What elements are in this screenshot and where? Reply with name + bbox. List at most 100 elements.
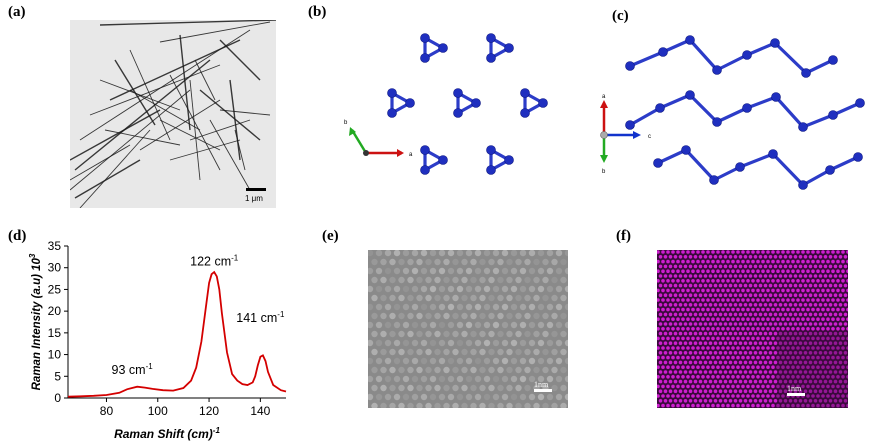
lattice-spot [678, 264, 683, 269]
nanowire [159, 119, 221, 151]
lattice-spot [726, 307, 730, 312]
lattice-spot [713, 331, 718, 336]
lattice-spot [743, 389, 748, 393]
lattice-spot [698, 312, 703, 317]
lattice-spot [673, 274, 678, 278]
lattice-spot [452, 312, 459, 320]
axis-c-c-label: c [648, 134, 651, 140]
lattice-spot [726, 336, 730, 341]
lattice-spot [821, 279, 825, 283]
lattice-spot [470, 294, 477, 302]
lattice-spot [771, 307, 775, 312]
lattice-spot [796, 403, 800, 408]
lattice-spot [658, 331, 663, 336]
lattice-spot [728, 399, 733, 403]
lattice-spot [813, 312, 818, 317]
lattice-spot [693, 303, 698, 307]
lattice-spot [560, 258, 567, 266]
lattice-spot [447, 285, 455, 293]
lattice-spot [758, 331, 763, 336]
lattice-spot [686, 375, 690, 379]
lattice-spot [716, 298, 720, 302]
lattice-spot [688, 274, 693, 278]
lattice-spot [542, 348, 549, 356]
lattice-spot [671, 269, 675, 273]
lattice-spot [510, 250, 518, 257]
lattice-spot [778, 274, 783, 278]
lattice-spot [838, 293, 843, 297]
lattice-spot [671, 327, 675, 331]
lattice-spot [683, 379, 688, 384]
lattice-spot [416, 366, 423, 374]
lattice-spot [416, 348, 423, 356]
lattice-spot [686, 317, 690, 321]
lattice-spot [429, 339, 437, 347]
lattice-spot [524, 312, 531, 320]
lattice-spot [434, 384, 441, 392]
lattice-spot [515, 402, 522, 408]
lattice-spot [791, 269, 795, 273]
lattice-spot [371, 366, 378, 374]
lattice-spot [693, 274, 698, 278]
lattice-spot [846, 336, 848, 341]
lattice-spot [411, 321, 419, 329]
lattice-spot [821, 327, 825, 331]
lattice-spot [741, 288, 745, 293]
lattice-spot [838, 389, 843, 393]
lattice-spot [761, 279, 765, 283]
lattice-spot [811, 336, 815, 341]
lattice-spot [831, 288, 835, 293]
lattice-spot [474, 357, 482, 365]
lattice-spot [731, 298, 735, 302]
atom [387, 108, 397, 118]
lattice-spot [716, 307, 720, 312]
lattice-spot [678, 283, 683, 288]
lattice-spot [763, 331, 768, 336]
lattice-spot [793, 303, 798, 307]
lattice-spot [434, 348, 441, 356]
lattice-spot [801, 384, 805, 389]
lattice-spot [793, 264, 798, 269]
lattice-spot [833, 322, 838, 326]
lattice-spot [791, 327, 795, 331]
lattice-spot [393, 285, 401, 293]
lattice-spot [728, 370, 733, 374]
lattice-spot [706, 250, 710, 254]
lattice-spot [528, 339, 536, 347]
lattice-spot [766, 394, 770, 398]
lattice-spot [833, 399, 838, 403]
lattice-spot [546, 250, 554, 257]
lattice-spot [706, 346, 710, 350]
lattice-spot [753, 303, 758, 307]
lattice-spot [726, 269, 730, 273]
x-tick-label: 120 [199, 404, 219, 418]
lattice-spot [726, 327, 730, 331]
lattice-spot [746, 307, 750, 312]
lattice-spot [808, 341, 813, 345]
lattice-spot [741, 355, 745, 360]
lattice-spot [801, 365, 805, 369]
lattice-spot [474, 267, 482, 275]
lattice-spot [564, 303, 568, 311]
lattice-spot [723, 255, 728, 259]
lattice-spot [836, 355, 840, 360]
lattice-spot [706, 384, 710, 389]
x-tick-label: 80 [100, 404, 114, 418]
lattice-spot [673, 312, 678, 317]
atom [453, 108, 463, 118]
lattice-spot [564, 339, 568, 347]
lattice-spot [443, 402, 450, 408]
lattice-spot [673, 264, 678, 269]
lattice-spot [657, 288, 660, 293]
atom [825, 165, 835, 175]
lattice-spot [741, 269, 745, 273]
lattice-spot [743, 264, 748, 269]
lattice-spot [542, 294, 549, 302]
lattice-spot [788, 370, 793, 374]
lattice-spot [768, 283, 773, 288]
lattice-spot [713, 322, 718, 326]
lattice-spot [703, 370, 708, 374]
lattice-spot [751, 394, 755, 398]
lattice-spot [434, 294, 441, 302]
lattice-spot [768, 341, 773, 345]
